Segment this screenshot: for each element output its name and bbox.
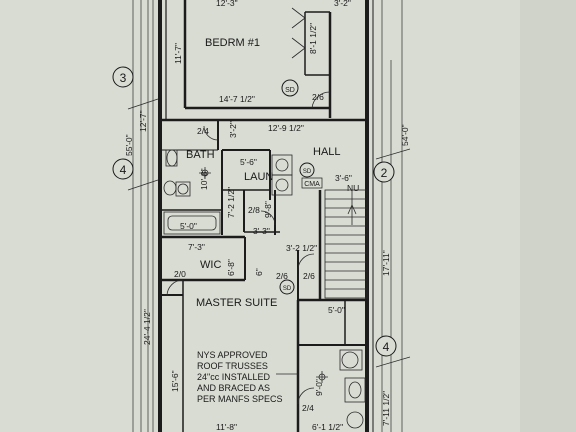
smoke-detector-3-label: SD <box>283 286 292 292</box>
room-label-wic: WIC <box>200 259 221 271</box>
room-label-bedroom: BEDRM #1 <box>205 37 260 49</box>
dim-bed-door: 2/6 <box>312 92 324 102</box>
dim-vertical-9-8: 9'-8" <box>263 201 273 218</box>
dim-bottom: 11'-8" <box>216 422 237 432</box>
room-label-master-suite: MASTER SUITE <box>196 297 277 309</box>
dim-right-seg2: 7'-11 1/2" <box>381 391 391 426</box>
interior-walls <box>160 118 367 432</box>
note-line-4: AND BRACED AS <box>197 383 270 393</box>
dim-laundry-width: 5'-6" <box>240 157 257 167</box>
dim-bed-width: 14'-7 1/2" <box>219 94 255 104</box>
bath-fixtures <box>163 149 221 235</box>
dim-hall-height: 10'-8" <box>199 168 209 190</box>
dim-wic-width: 7'-3" <box>188 242 205 252</box>
grid-marker-2: 2 <box>373 161 395 183</box>
dim-closet-3-3: 3'-3" <box>253 226 270 236</box>
dim-bed-height: 11'-7" <box>173 43 183 64</box>
stair-nu-label: NU <box>347 183 359 193</box>
room-label-bath: BATH <box>186 149 215 161</box>
dim-door-2-6-c: 2/6 <box>303 271 315 281</box>
dim-wic-door: 2/0 <box>174 269 186 279</box>
note-line-2: ROOF TRUSSES <box>197 361 268 371</box>
grid-marker-4-left-label: 4 <box>120 163 127 177</box>
note-line-1: NYS APPROVED <box>197 350 268 360</box>
dim-hall-right: 3'-6" <box>335 173 352 183</box>
truss-note: NYS APPROVED ROOF TRUSSES 24"cc INSTALLE… <box>197 350 298 404</box>
dim-laundry-height: 7'-2 1/2" <box>226 187 236 218</box>
dim-right-total: 54'-0" <box>400 124 410 146</box>
dim-master-height: 15'-6" <box>170 370 180 392</box>
dim-right-5-0: 5'-0" <box>328 305 345 315</box>
smoke-detector-1: SD <box>281 79 299 97</box>
dim-right-9-0: 9'-0" <box>314 379 324 396</box>
dim-bottom-right: 6'-1 1/2" <box>312 422 343 432</box>
smoke-detector-1-label: SD <box>285 87 295 94</box>
dim-left-lower: 24'-4 1/2" <box>142 309 152 345</box>
smoke-detector-3: SD <box>279 279 295 295</box>
master-bath-fixtures <box>316 349 366 429</box>
grid-marker-4-right-label: 4 <box>383 340 390 354</box>
dim-right-door: 2/4 <box>302 403 314 413</box>
grid-marker-3-label: 3 <box>120 71 127 85</box>
dim-six-inch: 6" <box>254 268 264 276</box>
left-dimension-lines <box>127 0 159 432</box>
dim-left-total: 55'-0" <box>124 134 134 156</box>
dim-stair-width: 3'-2 1/2" <box>286 243 317 253</box>
smoke-detector-2: SD <box>299 162 315 178</box>
dim-door-2-6-b: 2/6 <box>276 271 288 281</box>
dim-tub: 5'-0" <box>180 221 197 231</box>
grid-marker-4-right: 4 <box>375 335 397 357</box>
dim-closet-depth: 8'-1 1/2" <box>308 23 318 54</box>
grid-marker-3: 3 <box>112 66 134 88</box>
dim-bed-right-top: 3'-2" <box>334 0 351 8</box>
paper-edge <box>520 0 576 432</box>
smoke-detector-2-label: SD <box>303 169 312 175</box>
dim-wic-height: 6'-8" <box>226 259 236 276</box>
dim-hall-width: 12'-9 1/2" <box>268 123 304 133</box>
laundry-appliances <box>271 154 293 196</box>
right-dimension-lines <box>375 0 411 432</box>
room-label-hall: HALL <box>313 146 341 158</box>
dim-bath-door: 2/4 <box>197 126 209 136</box>
cma-label: CMA <box>304 181 320 188</box>
note-line-3: 24"cc INSTALLED <box>197 372 271 382</box>
room-label-laundry: LAUN <box>244 171 273 183</box>
dim-bed-top: 12'-3" <box>216 0 238 8</box>
stair <box>324 189 368 299</box>
cma-box <box>301 177 323 189</box>
grid-marker-2-label: 2 <box>381 166 388 180</box>
grid-marker-4-left: 4 <box>112 158 134 180</box>
dim-bath-width: 3'-2" <box>228 121 238 138</box>
bedroom-walls <box>183 0 332 118</box>
dim-left-segment: 12'-7" <box>138 110 148 132</box>
note-line-5: PER MANFS SPECS <box>197 394 283 404</box>
dim-right-seg1: 17'-11" <box>381 250 391 276</box>
dim-door-2-8: 2/8 <box>248 205 260 215</box>
